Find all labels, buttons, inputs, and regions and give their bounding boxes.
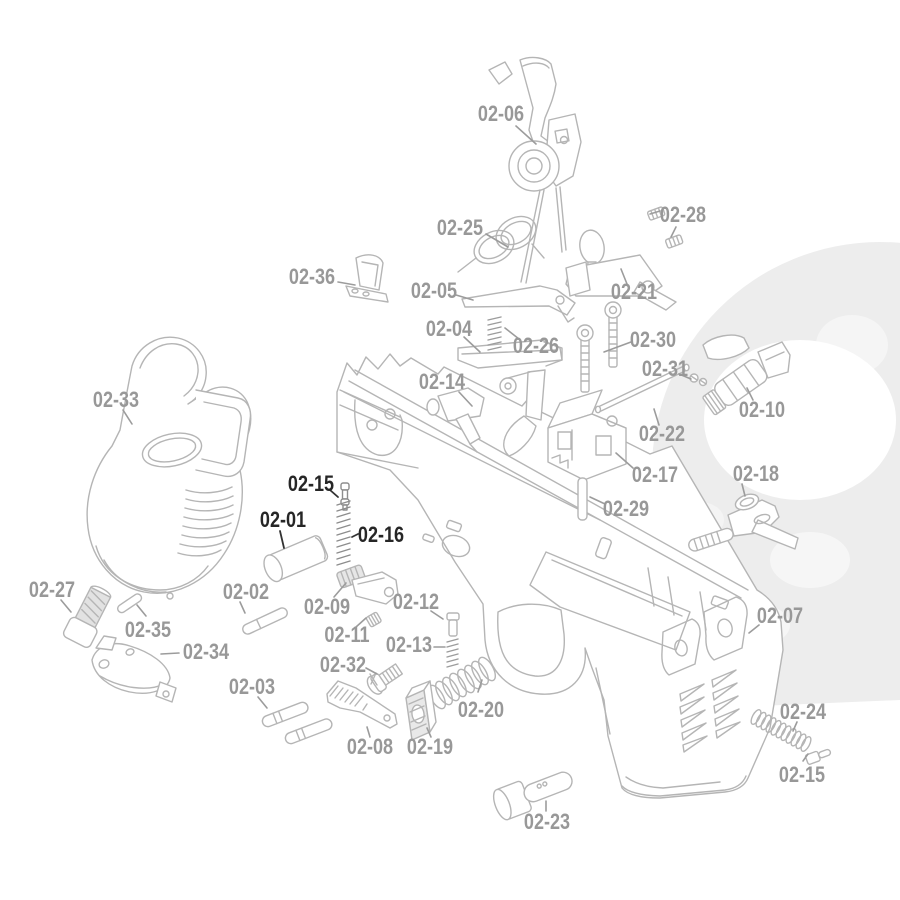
- set-screw-11-drawing: [365, 611, 382, 628]
- screw-32-drawing: [366, 663, 403, 695]
- lever-14-drawing: [426, 387, 485, 453]
- sear-lever-drawing: [461, 285, 576, 323]
- trigger-drawing: [499, 369, 546, 457]
- pins-03-drawing: [261, 701, 333, 745]
- leader-lines-gray: [60, 125, 809, 812]
- sear-assembly-drawing: [565, 229, 677, 316]
- cover-plate-drawing: [91, 635, 177, 703]
- takedown-lever-drawing: [326, 680, 398, 729]
- ring-spring-drawing: [457, 215, 545, 273]
- spring-13-drawing: [446, 638, 459, 668]
- pin-15-top-drawing: [340, 482, 350, 511]
- long-screws-drawing: [576, 301, 622, 393]
- tiny-screws-drawing: [689, 373, 708, 387]
- slide-stop-drawing: [688, 493, 799, 552]
- knurled-plug-drawing: [62, 585, 112, 648]
- spring-24-drawing: [750, 709, 812, 752]
- spring-16-drawing: [336, 500, 351, 566]
- housing-block-drawing: [547, 389, 627, 481]
- set-screws-drawing: [646, 206, 684, 249]
- pin-35-drawing: [117, 593, 143, 614]
- small-spring-26-drawing: [487, 316, 502, 351]
- lever-09-drawing: [336, 564, 399, 605]
- grip-backstrap-drawing: [86, 336, 252, 600]
- pin-29-drawing: [577, 477, 588, 521]
- leader-lines-black: [279, 489, 359, 549]
- plunger-12-drawing: [446, 612, 460, 637]
- sight-piece-drawing: [345, 254, 389, 303]
- pin-15-bottom-drawing: [804, 748, 832, 765]
- safety-lever-drawing: [702, 334, 791, 416]
- large-pin-drawing: [492, 771, 573, 821]
- pivot-rod-drawing: [594, 363, 690, 414]
- frame-drawing: [336, 353, 784, 799]
- pin-02-drawing: [242, 607, 288, 635]
- cylinder-pin-drawing: [263, 535, 329, 583]
- hammer-drawing: [488, 56, 582, 284]
- mag-button-drawing: [405, 680, 437, 741]
- spring-20-drawing: [427, 656, 497, 710]
- trigger-bar-drawing: [457, 339, 563, 369]
